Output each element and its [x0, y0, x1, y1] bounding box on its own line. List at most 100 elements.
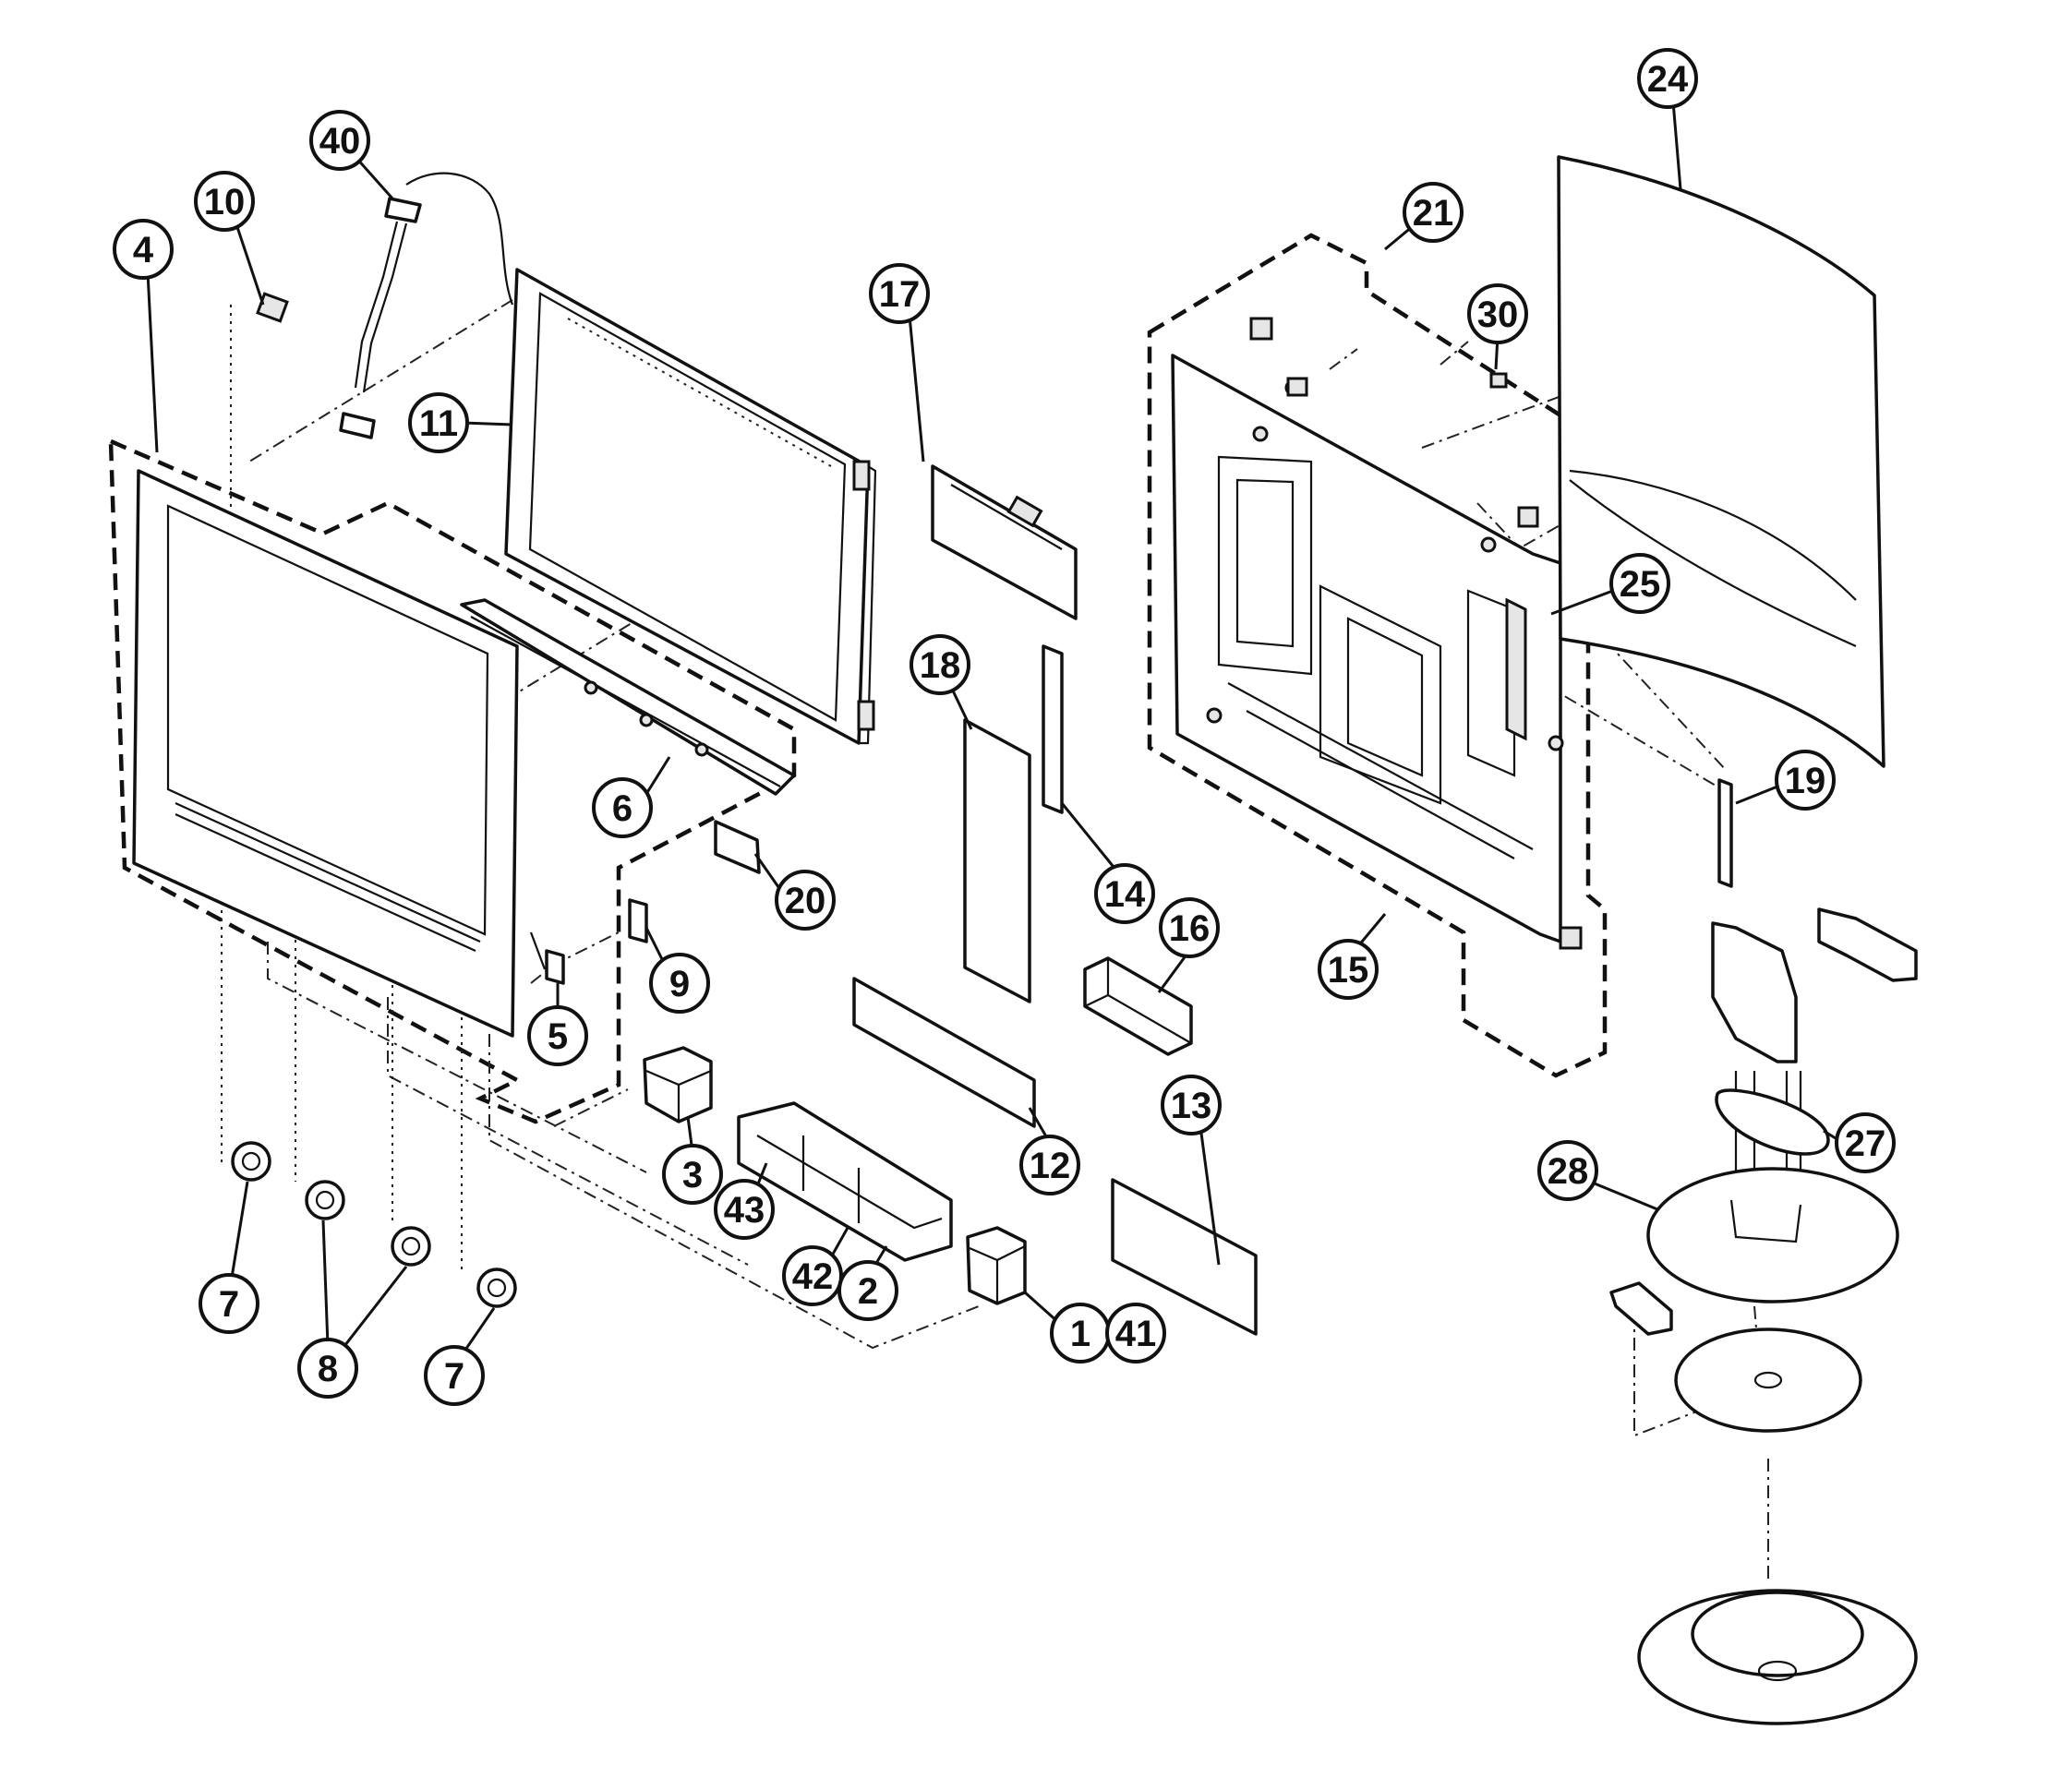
callout-number: 30: [1477, 294, 1519, 335]
callout-number: 10: [204, 182, 246, 222]
bracket-1: [966, 1226, 1027, 1305]
callout-c15: 15: [1318, 939, 1379, 1000]
lvds-cable: [339, 172, 514, 439]
callout-c41: 41: [1105, 1303, 1166, 1364]
callout-circle: [424, 1345, 485, 1406]
callout-number: 25: [1620, 564, 1661, 605]
callout-c11: 11: [408, 392, 469, 453]
stand-swivel-base: [1637, 1589, 1918, 1725]
callout-number: 21: [1413, 193, 1454, 234]
callout-c30: 30: [1467, 283, 1528, 344]
callout-circle: [1094, 863, 1155, 924]
callout-c28: 28: [1537, 1140, 1598, 1201]
power-board-18: [963, 718, 1031, 1003]
callout-circle: [714, 1179, 775, 1240]
callout-number: 1: [1070, 1314, 1090, 1354]
callout-number: 40: [319, 121, 361, 162]
callout-circle: [194, 171, 255, 232]
callout-circle: [869, 263, 930, 324]
callout-number: 12: [1030, 1146, 1071, 1186]
callout-c7-right: 7: [424, 1345, 485, 1406]
sub-board-13: [1111, 1178, 1258, 1336]
sub-board-12: [852, 977, 1036, 1128]
button-board-9: [628, 898, 648, 943]
callout-number: 19: [1785, 761, 1826, 801]
callout-c5: 5: [527, 1005, 588, 1066]
callout-circle: [649, 953, 710, 1014]
group-outline-rear-cabinet: [1147, 233, 1608, 1078]
callout-circle: [775, 870, 836, 931]
front-bezel: [132, 469, 519, 1038]
callout-c20: 20: [775, 870, 836, 931]
leader-lines: [146, 101, 1844, 1356]
callout-c13: 13: [1161, 1075, 1222, 1135]
rear-cover: [1557, 155, 1885, 768]
callout-c10: 10: [194, 171, 255, 232]
callout-c1: 1: [1050, 1303, 1111, 1364]
callout-number: 20: [785, 881, 826, 921]
callout-circle: [1403, 182, 1464, 243]
callout-circle: [199, 1273, 259, 1334]
callout-circle: [1161, 1075, 1222, 1135]
callout-number: 7: [219, 1284, 239, 1325]
callout-number: 14: [1104, 874, 1146, 915]
callout-c12: 12: [1019, 1135, 1080, 1195]
callout-c27: 27: [1835, 1112, 1896, 1173]
callout-number: 24: [1647, 59, 1689, 100]
stand-clip: [1609, 1281, 1673, 1336]
callout-number: 5: [548, 1016, 568, 1057]
callout-circle: [309, 110, 370, 171]
callout-circle: [1019, 1135, 1080, 1195]
callout-circle: [1159, 897, 1220, 958]
callout-number: 8: [318, 1349, 338, 1389]
callout-number: 28: [1548, 1151, 1589, 1192]
callout-c19: 19: [1775, 750, 1836, 811]
callout-c8: 8: [297, 1338, 358, 1399]
callout-circle: [782, 1245, 843, 1306]
callout-number: 16: [1169, 908, 1211, 949]
bracket-43: [737, 1101, 953, 1262]
speaker-bar: [460, 598, 796, 796]
lcd-panel: [504, 268, 877, 745]
callout-circle: [527, 1005, 588, 1066]
callout-circle: [592, 777, 653, 838]
callout-number: 15: [1328, 950, 1369, 991]
rear-chassis: [1171, 354, 1564, 943]
callout-number: 4: [133, 230, 154, 270]
callout-c6: 6: [592, 777, 653, 838]
group-outline-front-cabinet: [108, 438, 797, 1124]
callout-number: 11: [419, 403, 458, 444]
callout-circle: [910, 634, 970, 695]
callout-number: 7: [444, 1356, 464, 1397]
callout-c43: 43: [714, 1179, 775, 1240]
callout-circle: [1775, 750, 1836, 811]
ir-sensor-board: [256, 292, 289, 323]
callout-number: 17: [879, 274, 921, 315]
callout-circle: [1835, 1112, 1896, 1173]
callout-circle: [1105, 1303, 1166, 1364]
callout-number: 3: [682, 1155, 703, 1195]
speaker-right-inner: [391, 1226, 431, 1267]
callout-c18: 18: [910, 634, 970, 695]
callout-c9: 9: [649, 953, 710, 1014]
callout-c40: 40: [309, 110, 370, 171]
rear-chassis-clips: [1249, 317, 1583, 950]
callout-circle: [408, 392, 469, 453]
callout-circle: [1537, 1140, 1598, 1201]
callout-c24: 24: [1637, 48, 1698, 109]
bracket-3: [643, 1046, 713, 1123]
callout-number: 43: [724, 1190, 765, 1231]
side-board-14: [1042, 644, 1064, 814]
callout-c4: 4: [113, 219, 174, 280]
callout-c42: 42: [782, 1245, 843, 1306]
stand-neck: [1711, 921, 1802, 1232]
callout-circle: [297, 1338, 358, 1399]
main-board-17: [931, 464, 1078, 620]
speaker-right-outer: [476, 1267, 517, 1308]
callout-circle: [1467, 283, 1528, 344]
side-bracket-19: [1717, 778, 1733, 888]
callout-number: 13: [1171, 1086, 1212, 1126]
speaker-left-outer: [231, 1141, 271, 1182]
callout-circle: [837, 1260, 898, 1321]
